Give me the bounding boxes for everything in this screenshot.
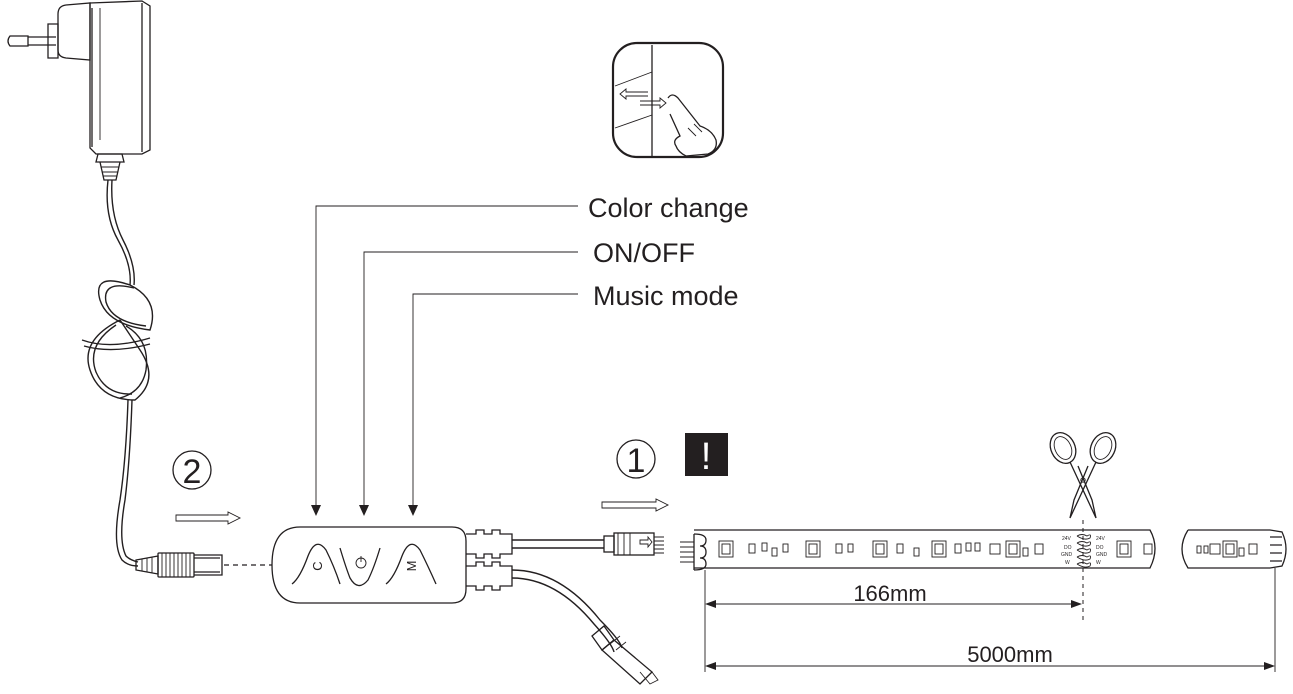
dimension-166mm-label: 166mm <box>853 581 926 606</box>
step-1-marker: 1 <box>616 439 656 480</box>
pad-label-gnd-right: GND <box>1096 552 1108 558</box>
adapter-cable <box>81 179 154 567</box>
step-2-label: 2 <box>183 453 202 491</box>
label-music-mode: Music mode <box>593 281 739 311</box>
button-c-label: C <box>310 561 325 570</box>
pad-label-w-left: W <box>1065 560 1070 566</box>
label-color-change: Color change <box>588 193 749 223</box>
controller-box: C M <box>271 526 513 604</box>
power-adapter-icon <box>7 0 151 181</box>
arrow-right-icon <box>175 511 242 525</box>
dimension-5000mm-label: 5000mm <box>967 642 1053 667</box>
pad-label-w-right: W <box>1096 560 1101 566</box>
power-symbol-icon <box>355 556 367 569</box>
warning-icon: ! <box>685 433 728 478</box>
pad-label-do-left: DO <box>1064 545 1072 551</box>
touch-swipe-icon <box>611 41 725 159</box>
pad-label-24v-left: 24V <box>1062 536 1072 542</box>
pad-label-gnd-left: GND <box>1061 552 1073 558</box>
pad-label-24v-right: 24V <box>1096 536 1106 542</box>
led-strip: 24V DO GND W 24V DO GND W <box>680 529 1287 571</box>
arrow-right-icon <box>601 498 670 512</box>
strip-connector-icon <box>603 532 664 556</box>
pigtail-connector-icon <box>591 625 659 685</box>
dimension-5000mm: 5000mm <box>704 568 1276 672</box>
label-on-off: ON/OFF <box>593 238 695 268</box>
pad-label-do-right: DO <box>1096 545 1104 551</box>
dc-plug-icon <box>135 552 223 578</box>
step-2-marker: 2 <box>172 450 212 491</box>
button-m-label: M <box>404 561 419 572</box>
step-1-label: 1 <box>627 442 646 480</box>
warning-label: ! <box>701 436 712 478</box>
scissors-icon <box>1049 431 1117 519</box>
lead-lines <box>311 205 578 516</box>
dimension-166mm: 166mm <box>704 570 1082 612</box>
